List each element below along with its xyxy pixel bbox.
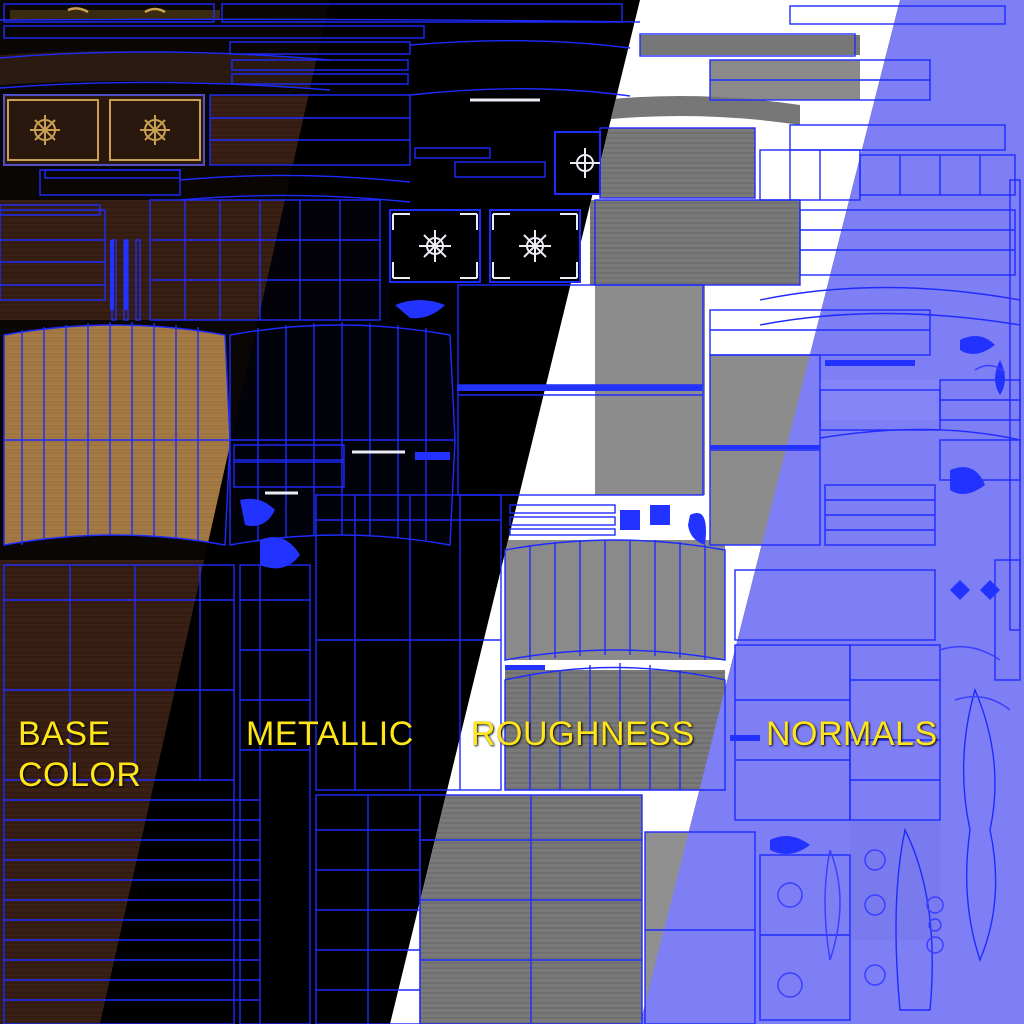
roughness-label: ROUGHNESS — [471, 715, 695, 753]
base-color-label-line2: COLOR — [18, 756, 142, 794]
normals-ornaments — [777, 364, 1011, 998]
base-color-label: BASE COLOR — [18, 714, 141, 796]
base-color-label-line1: BASE — [18, 715, 111, 753]
blue-flourishes — [110, 240, 1005, 854]
normals-label: NORMALS — [766, 715, 938, 753]
ornate-panel-left — [7, 7, 201, 161]
ornament-details — [7, 7, 1011, 998]
metallic-label: METALLIC — [246, 715, 414, 753]
uv-wireframe — [0, 3, 1021, 1024]
ornate-panel-metallic — [265, 98, 601, 495]
